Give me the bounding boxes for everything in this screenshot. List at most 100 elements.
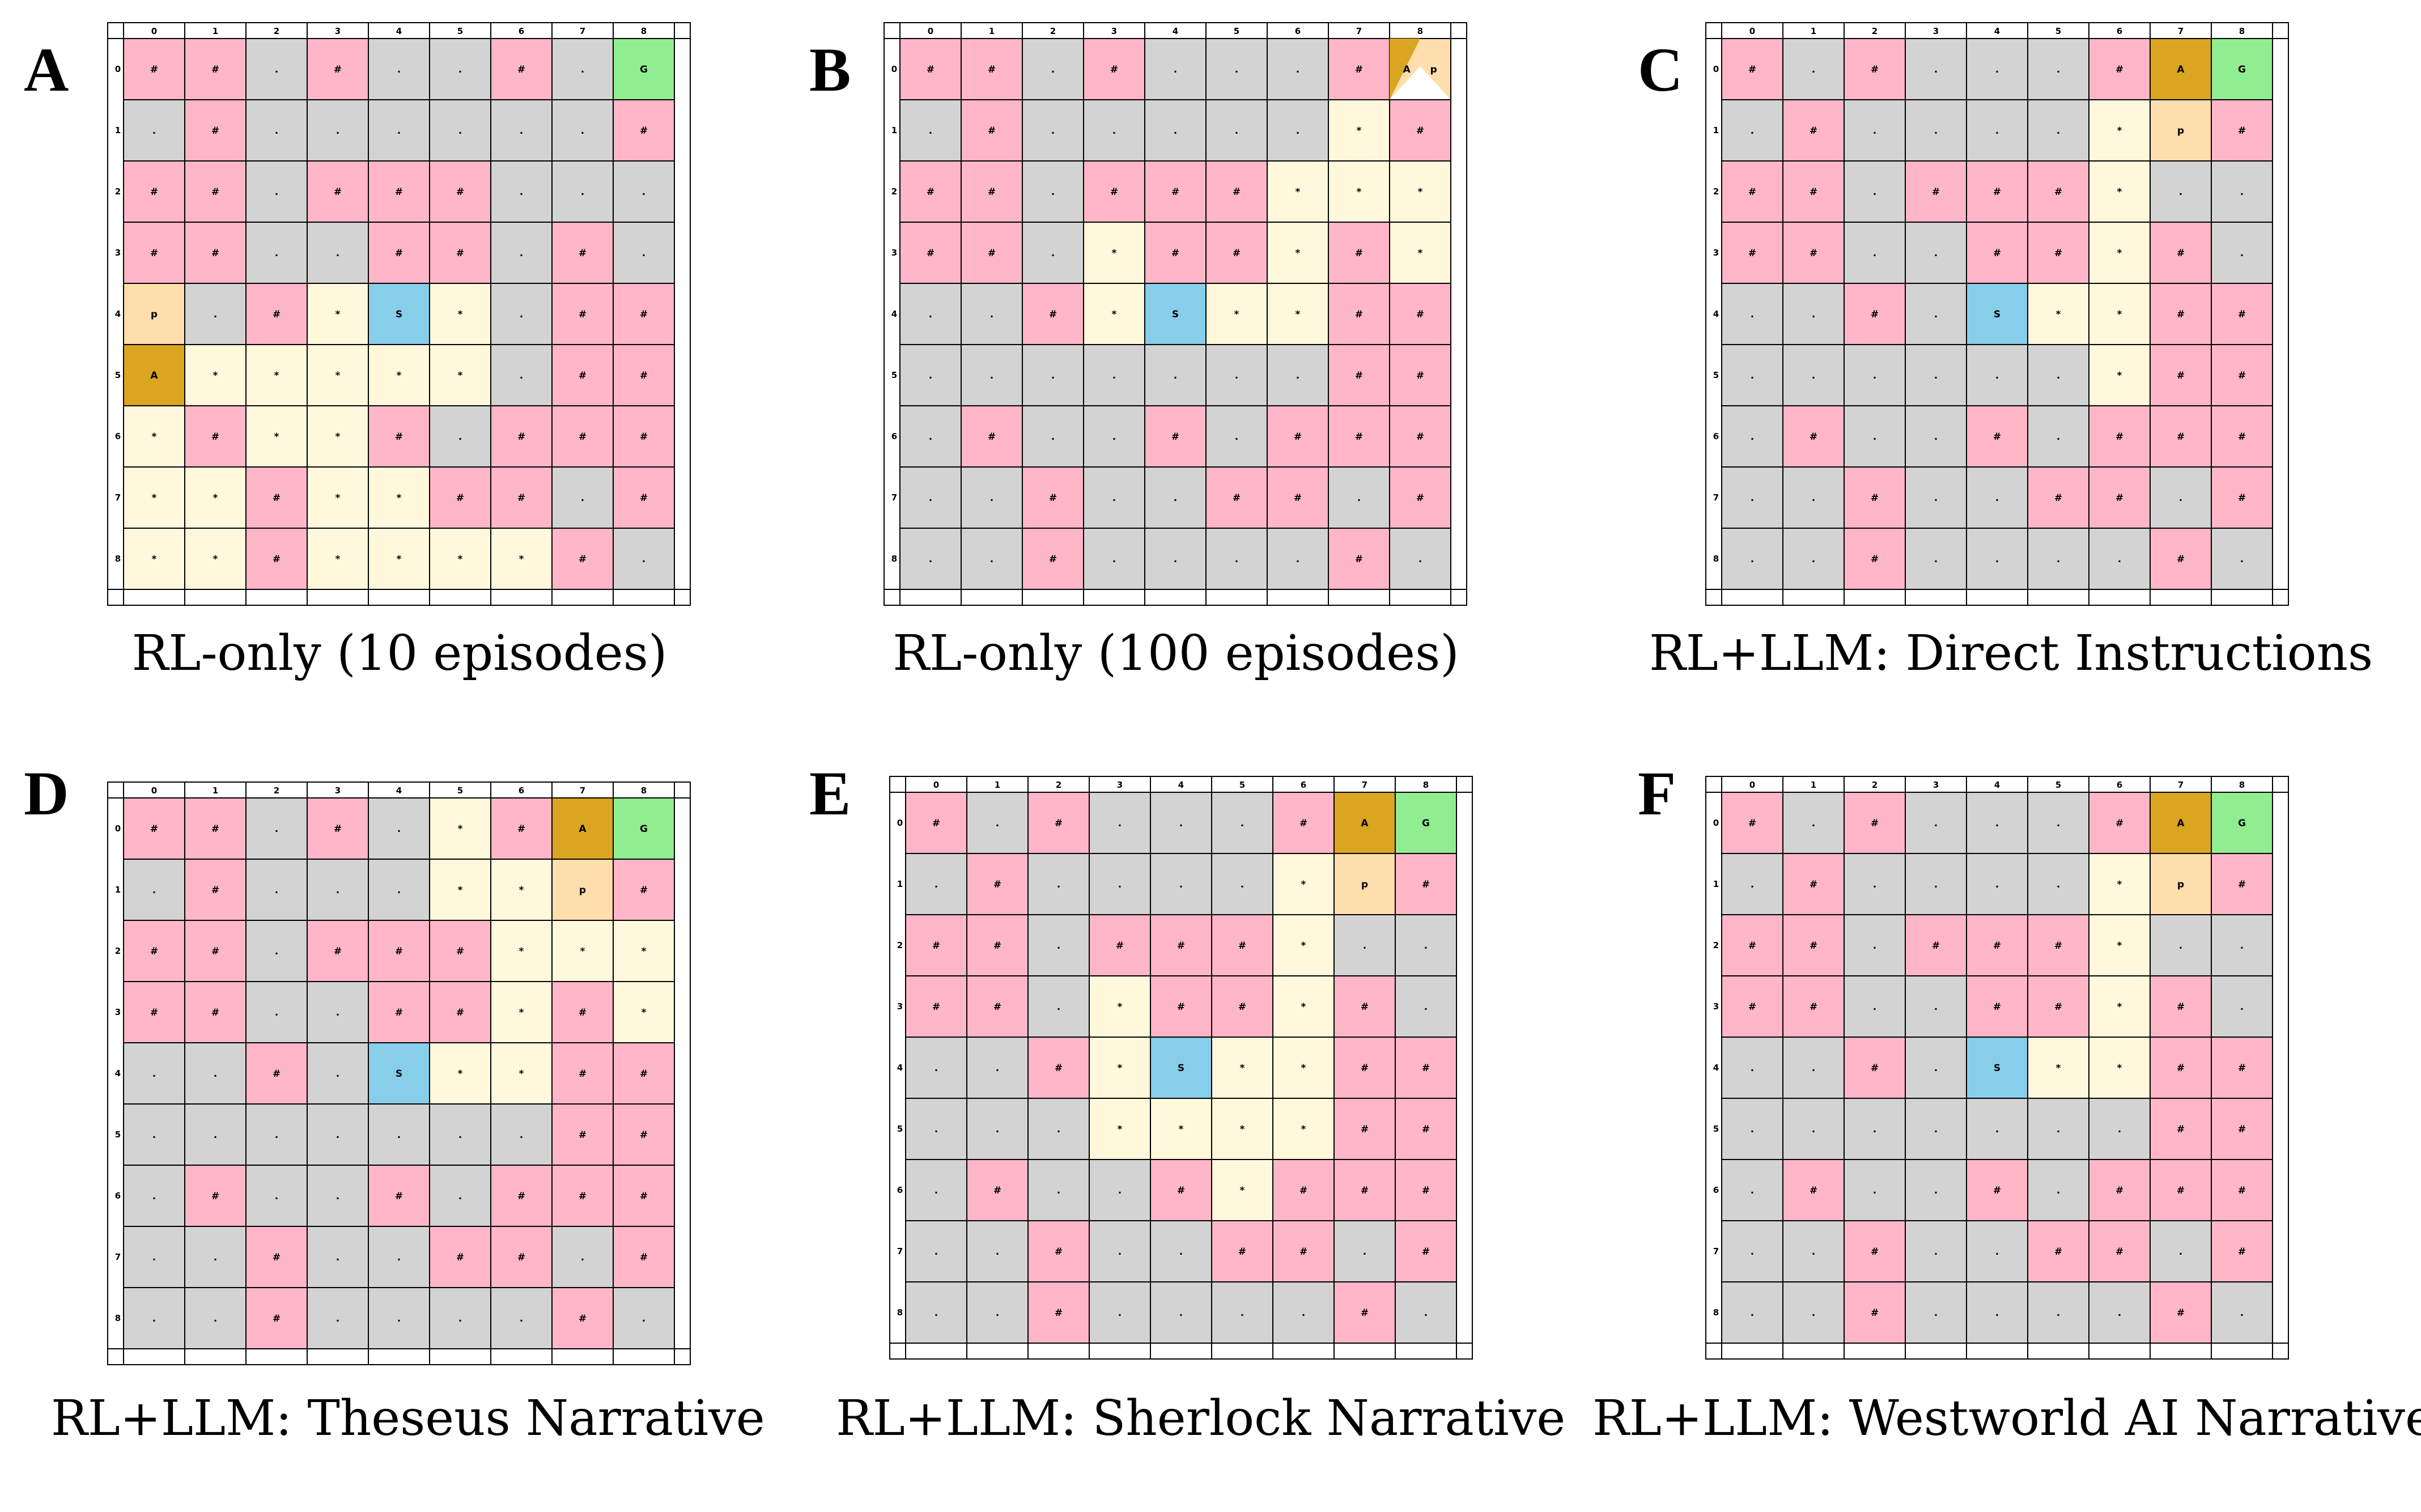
- row-header: 2: [1713, 186, 1719, 197]
- cell-bg: [551, 283, 614, 345]
- cell-label: .: [1751, 431, 1754, 443]
- cell-bg: [1211, 914, 1273, 976]
- cell-bg: [1333, 914, 1396, 976]
- cell-label: *: [1296, 309, 1301, 320]
- path-cell: *: [1211, 1037, 1273, 1099]
- cell-label: *: [458, 370, 463, 381]
- wall-cell: #: [551, 1165, 614, 1227]
- empty-cell: .: [1022, 405, 1084, 468]
- row-header: 7: [115, 1252, 121, 1262]
- cell-bg: [2211, 1159, 2273, 1221]
- column-header: 6: [519, 785, 524, 796]
- cell-bg: [1966, 1159, 2028, 1221]
- agent-cell: A: [1333, 792, 1396, 854]
- column-header: 2: [274, 785, 279, 796]
- cell-bg: [2150, 528, 2212, 590]
- cell-bg: [613, 1042, 675, 1105]
- wall-cell: #: [2211, 1159, 2273, 1221]
- cell-bg: [1022, 283, 1084, 345]
- wall-cell: #: [1782, 160, 1845, 223]
- cell-label: #: [1993, 1001, 2001, 1013]
- cell-label: .: [1057, 1185, 1060, 1196]
- cell-label: .: [935, 1124, 938, 1135]
- cell-bg: [1333, 1281, 1396, 1344]
- cell-bg: [1844, 528, 1906, 590]
- cell-bg: [2027, 344, 2089, 406]
- path-cell: *: [429, 528, 491, 590]
- path-cell: *: [2088, 914, 2151, 976]
- empty-cell: .: [1782, 1037, 1845, 1099]
- wall-cell: #: [123, 222, 185, 284]
- wall-cell: #: [1027, 1281, 1090, 1344]
- empty-cell: .: [1022, 344, 1084, 406]
- goal-cell: G: [613, 797, 675, 860]
- cell-label: #: [211, 823, 219, 835]
- cell-label: .: [1812, 492, 1815, 504]
- row-header: 1: [115, 125, 121, 135]
- cell-label: .: [1934, 1307, 1938, 1319]
- empty-cell: .: [1905, 1159, 1967, 1221]
- cell-label: .: [275, 946, 278, 957]
- row-header: 8: [897, 1307, 903, 1318]
- wall-cell: #: [1966, 914, 2028, 976]
- cell-label: #: [1171, 186, 1179, 198]
- cell-bg: [245, 528, 308, 590]
- cell-bg: [1022, 222, 1084, 284]
- path-cell: *: [1328, 160, 1390, 223]
- cell-label: .: [642, 1313, 645, 1324]
- cell-label: #: [273, 492, 281, 504]
- cell-label: .: [581, 64, 584, 75]
- path-cell: *: [429, 797, 491, 860]
- cell-label: #: [395, 431, 403, 443]
- empty-cell: .: [1395, 914, 1457, 976]
- cell-bg: [1333, 975, 1396, 1038]
- cell-label: .: [336, 125, 339, 137]
- cell-bg: [1211, 853, 1273, 915]
- cell-bg: [2088, 975, 2151, 1038]
- cell-bg: [551, 99, 614, 162]
- cell-label: #: [2054, 940, 2062, 952]
- wall-cell: #: [245, 283, 308, 345]
- column-header: 3: [1111, 26, 1117, 36]
- empty-cell: .: [551, 99, 614, 162]
- cell-label: .: [642, 554, 645, 565]
- wall-cell: #: [551, 1103, 614, 1166]
- cell-bg: [1272, 853, 1335, 915]
- row-header: 7: [1713, 1246, 1719, 1256]
- empty-cell: .: [1905, 99, 1967, 162]
- cell-label: .: [458, 1313, 462, 1324]
- cell-bg: [1844, 466, 1906, 529]
- cell-bg: [1966, 1037, 2028, 1099]
- cell-bg: [2211, 38, 2273, 100]
- cell-label: #: [1993, 940, 2001, 952]
- cell-label: #: [1416, 309, 1424, 320]
- cell-label: .: [1812, 1063, 1815, 1074]
- cell-label: .: [1995, 1307, 1999, 1319]
- column-header: 8: [641, 26, 647, 36]
- wall-cell: #: [307, 920, 369, 982]
- cell-bg: [1267, 160, 1329, 223]
- cell-label: #: [456, 1007, 464, 1018]
- path-cell: *: [1089, 975, 1151, 1038]
- cell-label: *: [580, 946, 585, 957]
- cell-label: #: [1299, 1246, 1307, 1258]
- row-header: 7: [891, 492, 897, 503]
- cell-bg: [551, 859, 614, 921]
- cell-bg: [123, 160, 185, 223]
- empty-cell: .: [1905, 792, 1967, 854]
- empty-cell: .: [1027, 975, 1090, 1038]
- empty-cell: .: [1844, 344, 1906, 406]
- cell-label: .: [152, 125, 156, 137]
- cell-bg: [899, 160, 962, 223]
- empty-cell: .: [1782, 344, 1845, 406]
- cell-label: #: [2238, 309, 2246, 320]
- cell-label: .: [214, 309, 217, 320]
- cell-label: #: [1422, 879, 1430, 890]
- wall-cell: #: [1782, 853, 1845, 915]
- cell-bg: [966, 1159, 1029, 1221]
- cell-bg: [184, 1226, 247, 1288]
- column-header: 8: [1417, 26, 1423, 36]
- cell-label: .: [1751, 1063, 1754, 1074]
